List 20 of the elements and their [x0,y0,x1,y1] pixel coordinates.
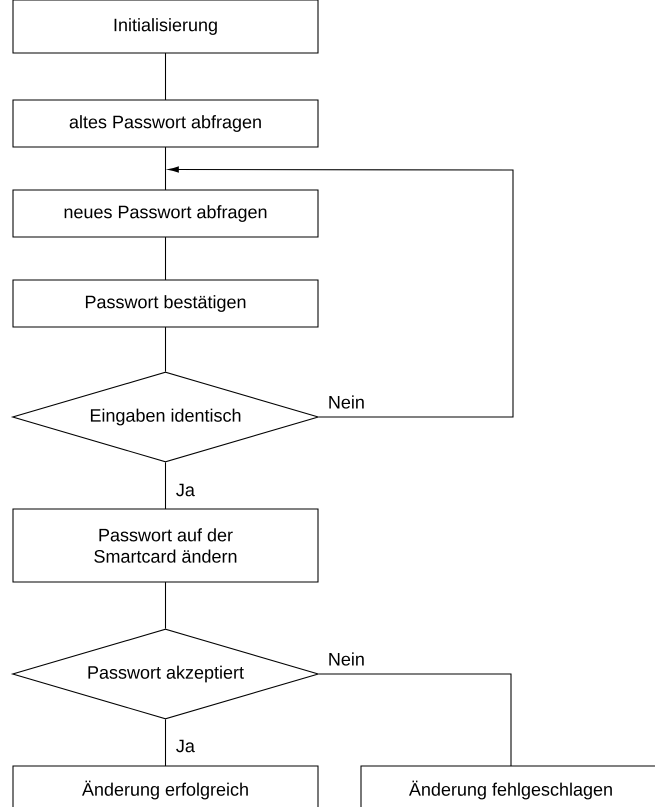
edge-label: Nein [326,651,366,667]
process-box: Initialisierung [12,0,319,54]
process-box: Passwort bestätigen [12,279,319,328]
connector-line [164,54,166,100]
edge-label: Ja [174,482,196,498]
connector-line [164,328,166,372]
connector-line [164,148,166,190]
process-box: Änderung erfolgreich [12,765,319,807]
process-box: Passwort auf der Smartcard ändern [12,508,319,583]
process-box: neues Passwort abfragen [12,189,319,238]
edge-label: Ja [174,738,196,754]
edge-label: Nein [326,394,366,410]
arrow [168,166,514,418]
connector-line [164,720,166,766]
process-box: altes Passwort abfragen [12,99,319,148]
connector-line [164,582,166,628]
connector-line [164,238,166,280]
connector-line [164,462,166,508]
process-box: Änderung fehlgeschlagen [360,765,655,807]
connector-line [319,673,512,766]
